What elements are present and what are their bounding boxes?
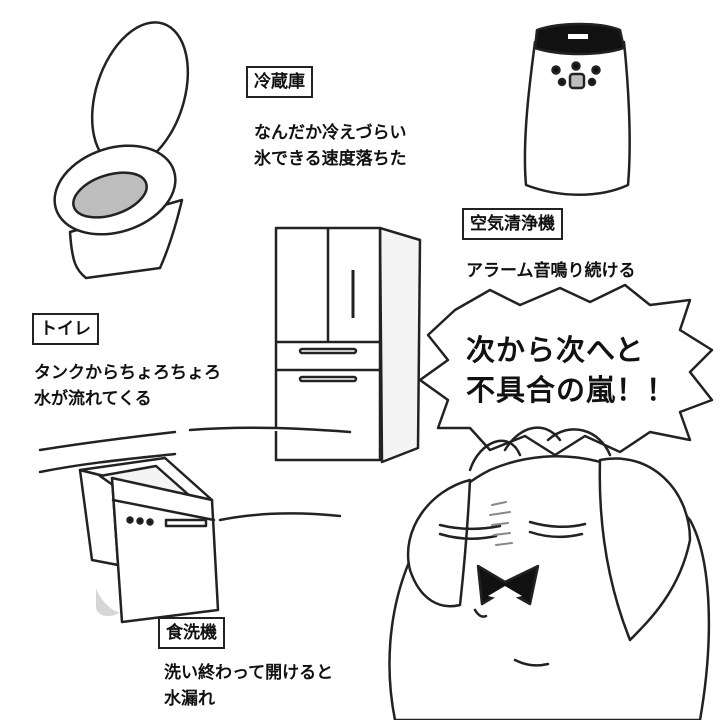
shout-line-2: 不具合の嵐！！ (466, 373, 677, 407)
air-purifier-description-line-1: アラーム音鳴り続ける (466, 261, 636, 281)
toilet-label: トイレ (32, 313, 99, 345)
dishwasher-illustration (38, 426, 352, 624)
air-purifier-description: アラーム音鳴り続ける (466, 258, 636, 284)
air-purifier-illustration (523, 22, 631, 196)
toilet-description: タンクからちょろちょろ 水が流れてくる (34, 360, 221, 412)
shout-text: 次から次へと 不具合の嵐！！ (466, 330, 676, 410)
fridge-description-line-2: 氷できる速度落ちた (254, 149, 407, 169)
distressed-character-illustration (388, 426, 711, 720)
air-purifier-label: 空気清浄機 (462, 208, 563, 240)
refrigerator-illustration (274, 226, 422, 464)
shout-line-1: 次から次へと (466, 333, 645, 367)
toilet-description-line-1: タンクからちょろちょろ (34, 363, 221, 383)
dishwasher-description-line-1: 洗い終わって開けると (164, 663, 334, 683)
shout-bubble (418, 283, 714, 457)
dishwasher-description-line-2: 水漏れ (164, 689, 215, 709)
fridge-description: なんだか冷えづらい 氷できる速度落ちた (254, 120, 407, 172)
fridge-description-line-1: なんだか冷えづらい (254, 123, 407, 143)
toilet-illustration (53, 21, 190, 280)
fridge-label: 冷蔵庫 (246, 66, 313, 98)
dishwasher-label: 食洗機 (158, 617, 225, 649)
dishwasher-description: 洗い終わって開けると 水漏れ (164, 660, 333, 712)
toilet-description-line-2: 水が流れてくる (34, 389, 152, 409)
